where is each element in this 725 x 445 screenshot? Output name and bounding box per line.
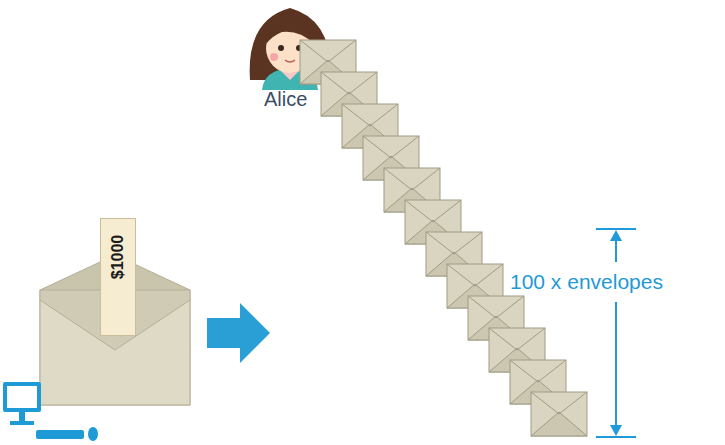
banknote: $1000 <box>100 218 136 336</box>
envelope-stack <box>300 40 587 436</box>
cheek <box>270 53 278 61</box>
monitor-stand <box>19 412 25 422</box>
monitor-base <box>10 421 34 425</box>
mouse <box>88 427 98 441</box>
dimension-arrowhead <box>610 230 622 241</box>
monitor <box>3 382 41 412</box>
mouth <box>285 60 295 62</box>
eye <box>278 45 284 51</box>
dimension-bracket <box>596 229 636 437</box>
dimension-tick <box>596 228 636 230</box>
amount-text: $1000 <box>110 235 126 280</box>
computer-icon <box>3 382 98 441</box>
envelope <box>531 392 587 436</box>
dimension-tick <box>596 436 636 438</box>
dimension-arrowhead <box>610 425 622 436</box>
dimension-label: 100 x envelopes <box>508 269 665 295</box>
screen <box>7 386 37 408</box>
dimension-line <box>615 238 617 262</box>
person-name: Alice <box>262 87 309 112</box>
keyboard <box>36 430 84 439</box>
flow-arrow <box>207 303 270 363</box>
dimension-line <box>615 302 617 428</box>
